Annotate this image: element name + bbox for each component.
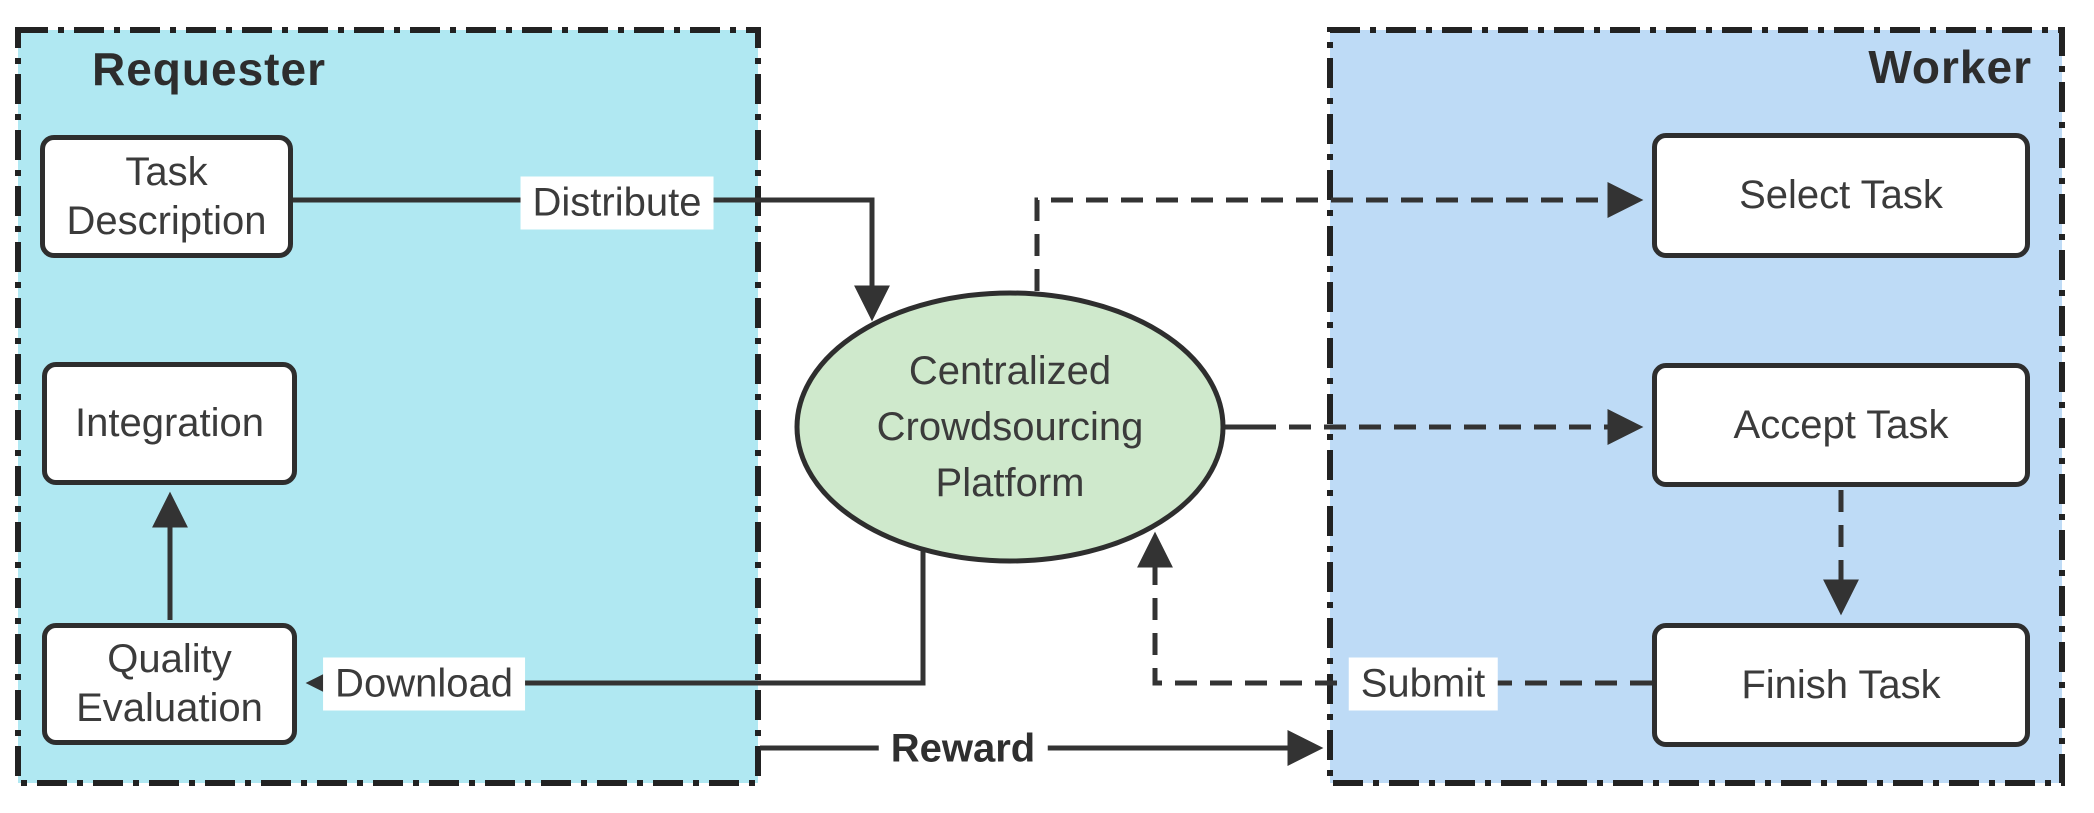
download-edge-label: Download [323,657,525,711]
platform-ellipse [794,290,1226,564]
distribute-edge-label: Distribute [520,176,714,230]
task-description-node: Task Description [40,135,293,258]
accept-task-node: Accept Task [1652,363,2030,487]
edge-select-task-line [1034,182,1644,291]
quality-evaluation-node: Quality Evaluation [42,623,297,745]
select-task-node: Select Task [1652,133,2030,258]
finish-task-node: Finish Task [1652,623,2030,747]
platform-node-label: Centralized Crowdsourcing Platform [876,349,1144,505]
submit-edge-label: Submit [1348,657,1498,711]
reward-edge-label: Reward [878,722,1048,776]
edge-submit-line [1137,531,1652,686]
integration-node: Integration [42,362,297,485]
requester-panel-title: Requester [92,43,326,95]
worker-panel-title: Worker [1868,41,2032,93]
edge-distribute-line [293,197,890,322]
